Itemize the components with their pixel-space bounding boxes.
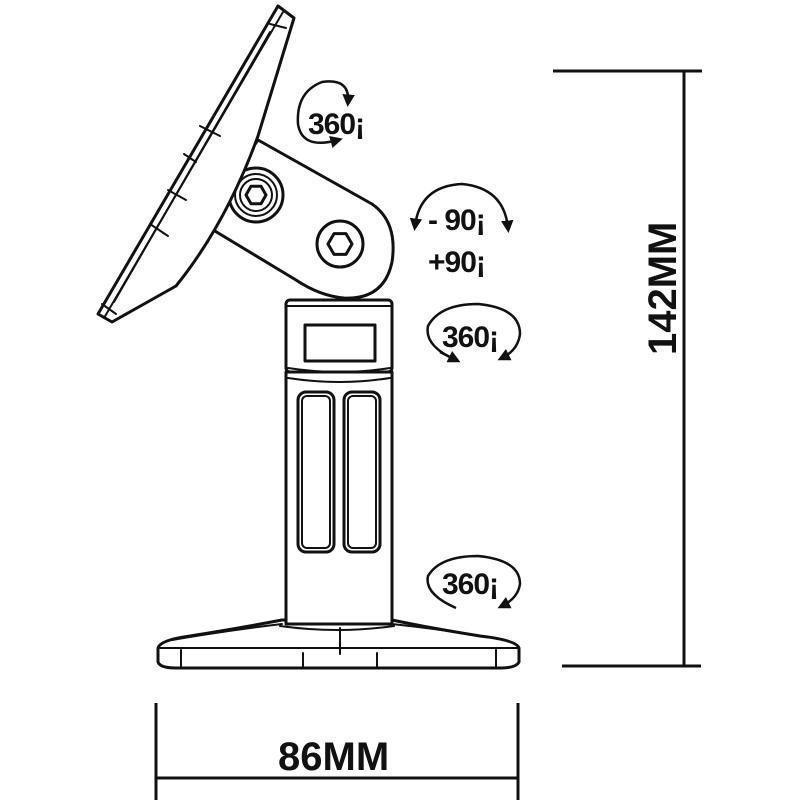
- rotation-indicator-tilt: - 90¡ +90¡: [409, 182, 514, 279]
- rotation-indicator-plate: 360¡: [296, 80, 365, 149]
- width-dimension: 86MM: [154, 703, 520, 800]
- rotation-label-plate: 360¡: [308, 108, 364, 141]
- rotation-label-column: 360¡: [442, 321, 498, 354]
- hex-bolt-lower: [315, 219, 365, 269]
- base-plate: [156, 618, 521, 670]
- tilt-arm: [198, 138, 395, 300]
- rotation-label-base: 360¡: [442, 568, 498, 601]
- column: [284, 298, 394, 626]
- rotation-indicator-base: 360¡: [426, 554, 522, 610]
- height-dimension: 142MM: [553, 69, 702, 668]
- width-label: 86MM: [278, 735, 389, 779]
- rotation-indicator-column: 360¡: [426, 302, 522, 363]
- tilt-label-minus: - 90¡: [428, 204, 485, 237]
- speaker-plate: [96, 4, 296, 324]
- height-label: 142MM: [641, 222, 685, 355]
- tilt-label-plus: +90¡: [428, 246, 485, 279]
